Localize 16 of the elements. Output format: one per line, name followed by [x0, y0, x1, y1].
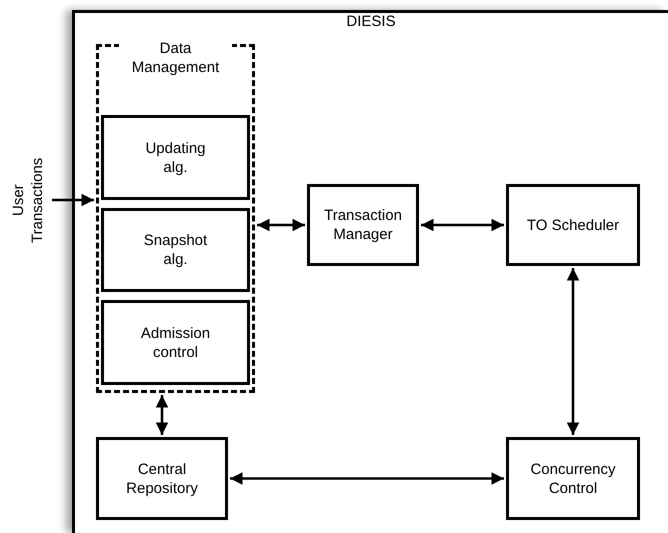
text-label: User Transactions — [6, 130, 50, 270]
arrow — [52, 194, 94, 206]
arrow — [421, 218, 504, 232]
node-label: DIESIS — [345, 13, 397, 31]
system-boundary — [72, 10, 668, 533]
arrow — [257, 218, 305, 232]
process-box: TO Scheduler — [506, 184, 640, 266]
arrow — [230, 472, 504, 485]
arrow — [566, 268, 580, 435]
process-box: Concurrency Control — [506, 437, 640, 520]
process-box: Transaction Manager — [307, 184, 419, 266]
process-box: Updating alg. — [101, 115, 250, 200]
process-box: Central Repository — [96, 437, 228, 520]
process-box: Snapshot alg. — [101, 208, 250, 292]
arrow — [156, 395, 168, 435]
process-box: Admission control — [101, 300, 250, 385]
